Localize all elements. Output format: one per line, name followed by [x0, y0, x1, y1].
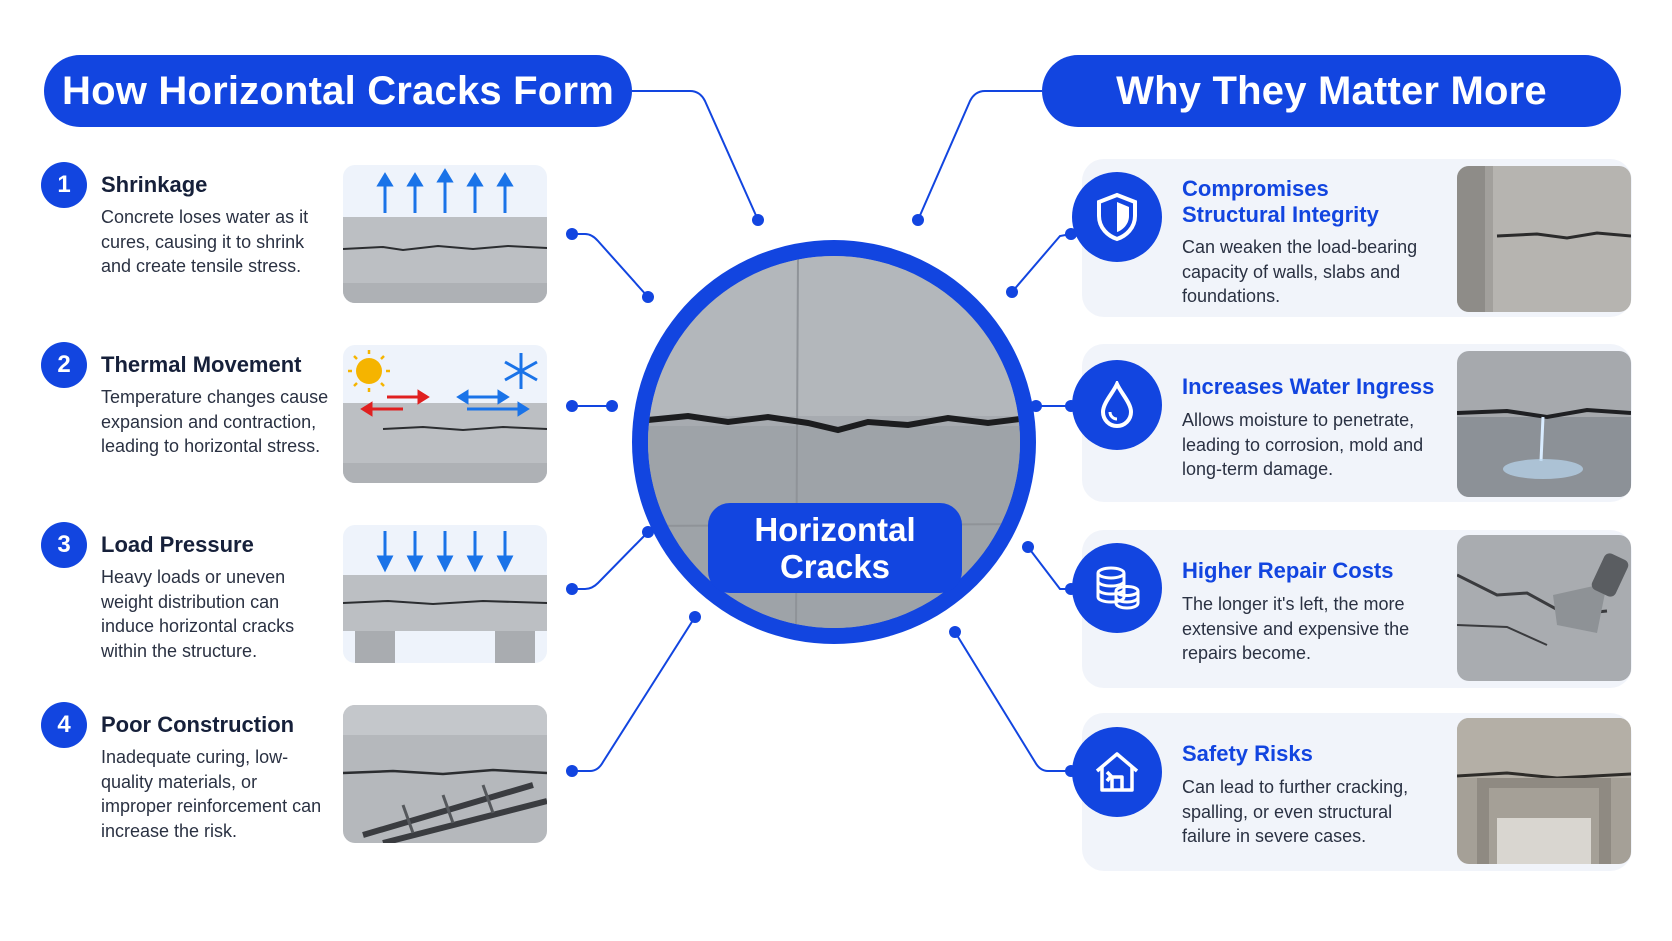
poor-construction-illustration	[343, 705, 547, 843]
connector-cause-1	[572, 233, 649, 298]
cause-title-load: Load Pressure	[101, 532, 254, 557]
step-number-3: 3	[41, 522, 87, 568]
impact-description-costs: The longer it's left, the more extensive…	[1182, 594, 1410, 663]
connector-impact-1	[1011, 233, 1072, 293]
water-leak-photo	[1457, 351, 1631, 497]
center-label: Horizontal Cracks	[708, 503, 962, 593]
water-drop-icon	[1072, 360, 1162, 450]
cause-description-construction: Inadequate curing, low-quality materials…	[101, 747, 322, 841]
damaged-ceiling-photo	[1457, 718, 1631, 864]
impact-title-water: Increases Water Ingress	[1182, 374, 1435, 399]
wall-crack-photo	[1457, 166, 1631, 312]
connector-right-header	[917, 90, 1042, 221]
impact-description-water: Allows moisture to penetrate, leading to…	[1182, 410, 1424, 479]
impact-title-structural: Compromises Structural Integrity	[1182, 176, 1379, 227]
step-number-4: 4	[41, 702, 87, 748]
cause-title-construction: Poor Construction	[101, 712, 295, 737]
cause-title-shrinkage: Shrinkage	[101, 172, 208, 197]
left-section-header: How Horizontal Cracks Form	[44, 55, 632, 127]
connector-cause-3	[572, 531, 649, 590]
right-section-header: Why They Matter More	[1042, 55, 1621, 127]
cause-description-load: Heavy loads or uneven weight distributio…	[101, 567, 295, 661]
cause-description-thermal: Temperature changes cause expansion and …	[101, 387, 329, 456]
step-number-1: 1	[41, 162, 87, 208]
cause-description-shrinkage: Concrete loses water as it cures, causin…	[101, 207, 309, 276]
shield-icon	[1072, 172, 1162, 262]
step-number-2: 2	[41, 342, 87, 388]
impact-description-structural: Can weaken the load-bearing capacity of …	[1182, 237, 1418, 306]
impact-description-safety: Can lead to further cracking, spalling, …	[1182, 777, 1409, 846]
shrinkage-illustration	[343, 165, 547, 303]
impact-title-costs: Higher Repair Costs	[1182, 558, 1394, 583]
load-pressure-illustration	[343, 525, 547, 663]
house-icon	[1072, 727, 1162, 817]
repair-trowel-photo	[1457, 535, 1631, 681]
connector-left-header	[632, 90, 759, 221]
impact-title-safety: Safety Risks	[1182, 741, 1313, 766]
connector-impact-4	[954, 631, 1071, 772]
coins-icon	[1072, 543, 1162, 633]
connector-impact-3	[1027, 546, 1071, 590]
connector-cause-4	[572, 616, 696, 772]
cause-title-thermal: Thermal Movement	[101, 352, 302, 377]
thermal-movement-illustration	[343, 345, 547, 483]
